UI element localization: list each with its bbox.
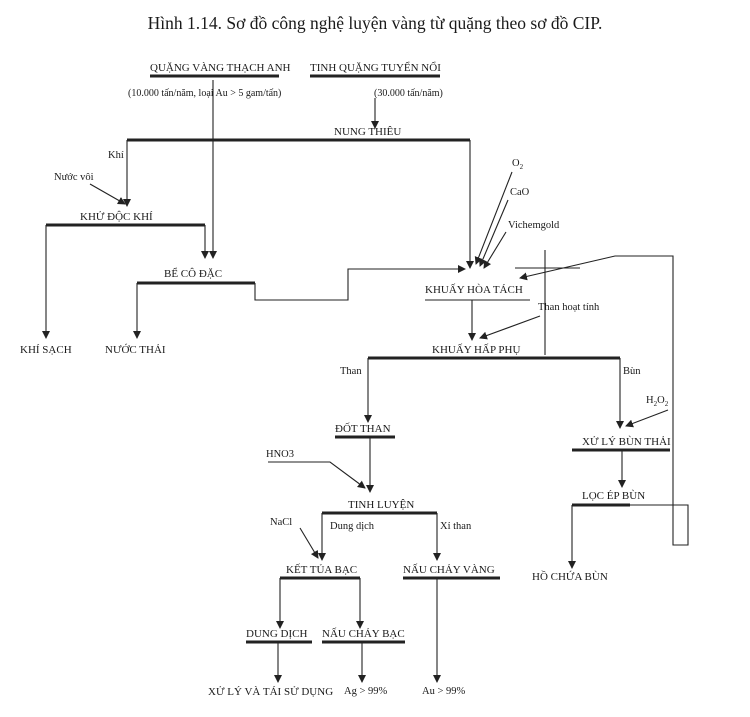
label-ag: Ag > 99% bbox=[344, 686, 388, 697]
node-khi-sach: KHÍ SẠCH bbox=[20, 344, 72, 356]
node-loc-ep-bun: LỌC ÉP BÙN bbox=[582, 490, 646, 502]
label-than: Than bbox=[340, 366, 362, 377]
node-ket-tua-bac: KẾT TỦA BẠC bbox=[286, 564, 358, 576]
label-nacl: NaCl bbox=[270, 517, 293, 528]
node-dung-dich: DUNG DỊCH bbox=[246, 628, 308, 640]
label-hno3: HNO3 bbox=[266, 449, 294, 460]
label-nuoc-voi: Nước vôi bbox=[54, 172, 94, 183]
node-xu-ly-bun-thai: XỬ LÝ BÙN THẢI bbox=[582, 436, 671, 448]
node-be-co-dac: BỂ CÔ ĐẶC bbox=[164, 268, 223, 280]
line-recycle bbox=[519, 255, 689, 546]
node-nung-thieu: NUNG THIÊU bbox=[334, 126, 402, 138]
label-khi: Khí bbox=[108, 150, 124, 161]
node-xu-ly-tai-su-dung: XỬ LÝ VÀ TÁI SỬ DỤNG bbox=[208, 686, 334, 698]
figure-title: Hình 1.14. Sơ đồ công nghệ luyện vàng từ… bbox=[147, 13, 603, 33]
node-nau-chay-bac: NẤU CHẢY BẠC bbox=[322, 628, 405, 640]
node-khu-doc-khi: KHỬ ĐỘC KHÍ bbox=[80, 211, 153, 223]
label-than-hoat-tinh: Than hoạt tính bbox=[538, 302, 600, 313]
node-tinh-quang: TINH QUẶNG TUYỂN NỔI bbox=[310, 62, 441, 74]
line-becodac-to-khuay bbox=[254, 265, 466, 301]
line-h2o2 bbox=[625, 409, 669, 428]
node-quang-vang: QUẶNG VÀNG THẠCH ANH bbox=[150, 62, 291, 74]
line-vichemgold bbox=[483, 231, 507, 269]
node-khuay-hap-phu: KHUẤY HẤP PHỤ bbox=[432, 344, 521, 356]
line-cao bbox=[479, 199, 509, 267]
line-nacl bbox=[299, 527, 319, 559]
note-tinh-quang: (30.000 tấn/năm) bbox=[374, 88, 443, 99]
label-vichemgold: Vichemgold bbox=[508, 220, 560, 231]
node-dot-than: ĐỐT THAN bbox=[335, 423, 391, 435]
node-nau-chay-vang: NẤU CHẢY VÀNG bbox=[403, 564, 495, 576]
node-nuoc-thai: NƯỚC THẢI bbox=[105, 344, 166, 356]
label-bun: Bùn bbox=[623, 366, 641, 377]
line-hno3 bbox=[268, 461, 366, 489]
label-cao: CaO bbox=[510, 187, 530, 198]
label-au: Au > 99% bbox=[422, 686, 466, 697]
label-h2o2: H2O2 bbox=[646, 395, 669, 409]
node-ho-chua-bun: HỒ CHỨA BÙN bbox=[532, 571, 608, 583]
label-o2: O2 bbox=[512, 158, 524, 172]
label-dung-dich-small: Dung dịch bbox=[330, 521, 375, 532]
line-than-hoat-tinh bbox=[479, 315, 541, 340]
line-o2 bbox=[474, 171, 513, 265]
label-xi-than: Xỉ than bbox=[440, 521, 472, 532]
node-tinh-luyen: TINH LUYỆN bbox=[348, 499, 415, 511]
note-quang-vang: (10.000 tấn/năm, loại Au > 5 gam/tấn) bbox=[128, 88, 282, 99]
line-nuoc-voi bbox=[89, 183, 126, 205]
node-khuay-hoa-tach: KHUẤY HÒA TÁCH bbox=[425, 284, 523, 296]
